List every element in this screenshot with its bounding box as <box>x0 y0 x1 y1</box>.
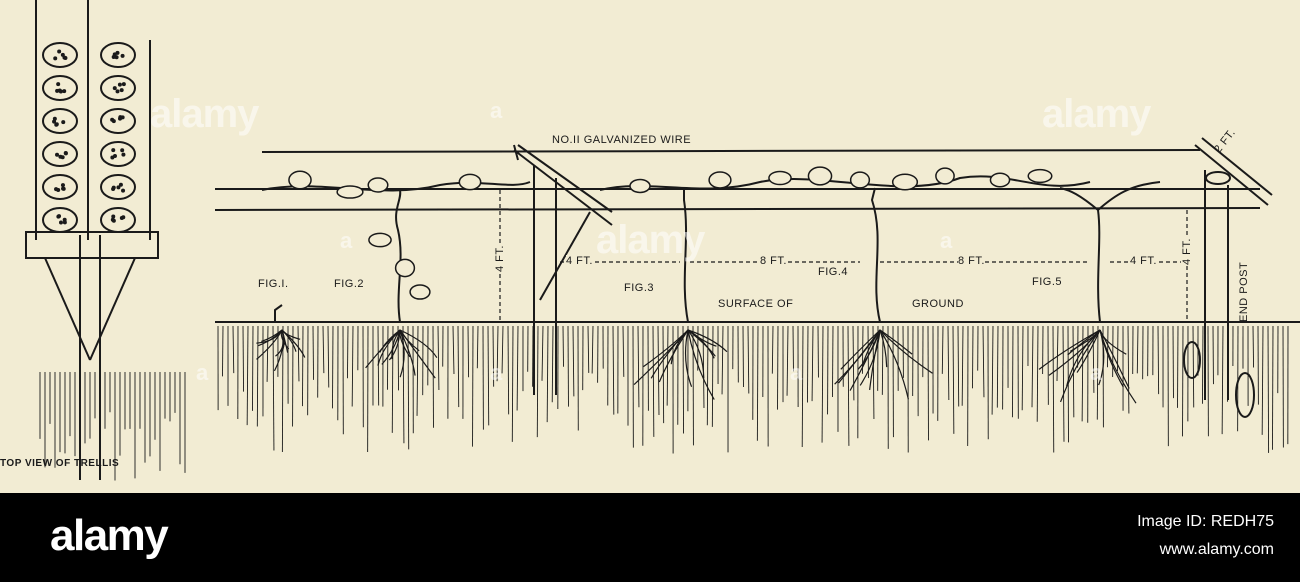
middle-post <box>513 144 613 395</box>
roots <box>256 329 1137 404</box>
ground-label: GROUND <box>912 298 964 310</box>
vine-leaves <box>288 166 1053 300</box>
wire-label: NO.II GALVANIZED WIRE <box>552 134 692 146</box>
fig5-label: FIG.5 <box>1032 276 1063 288</box>
watermark-1: alamy <box>150 92 259 136</box>
watermark-2: alamy <box>1042 92 1151 136</box>
watermark-a-5: a <box>490 360 503 385</box>
site-url-link[interactable]: www.alamy.com <box>1159 541 1274 558</box>
ground-hatching <box>39 321 1300 481</box>
watermark-a-2: a <box>340 228 353 253</box>
surface-label: SURFACE OF <box>718 298 794 310</box>
trellis-illustration: NO.II GALVANIZED WIRE TOP VIEW OF TRELLI… <box>0 0 1300 493</box>
watermark-a-1: a <box>490 98 503 123</box>
watermark-a-7: a <box>1090 360 1103 385</box>
dist-b-label: 8 FT. <box>760 255 787 267</box>
galvanized-wires <box>214 149 1261 211</box>
vines <box>261 175 1161 323</box>
dist-d-label: 4 FT. <box>1130 255 1157 267</box>
watermark-a-6: a <box>790 360 803 385</box>
top-view-trellis <box>25 0 159 480</box>
watermark-a-4: a <box>196 360 209 385</box>
alamy-logo[interactable]: alamy <box>50 511 169 560</box>
stock-footer: alamy Image ID: REDH75 www.alamy.com <box>0 493 1300 582</box>
fig1-label: FIG.I. <box>258 278 289 290</box>
height-left-label: 4 FT. <box>494 245 506 272</box>
fig3-label: FIG.3 <box>624 282 655 294</box>
watermark-a-3: a <box>940 228 953 253</box>
top-view-label: TOP VIEW OF TRELLIS <box>0 458 120 469</box>
fig4-label: FIG.4 <box>818 266 849 278</box>
trellis-drawing <box>25 0 1300 481</box>
dist-a-label: 4 FT. <box>566 255 593 267</box>
watermark-3: alamy <box>596 218 705 262</box>
end-post <box>1183 137 1273 418</box>
image-id-text: Image ID: REDH75 <box>1137 513 1274 530</box>
height-right-label: 4 FT. <box>1181 238 1193 265</box>
end-post-label: END POST <box>1238 261 1250 322</box>
dist-c-label: 8 FT. <box>958 255 985 267</box>
fig2-label: FIG.2 <box>334 278 365 290</box>
